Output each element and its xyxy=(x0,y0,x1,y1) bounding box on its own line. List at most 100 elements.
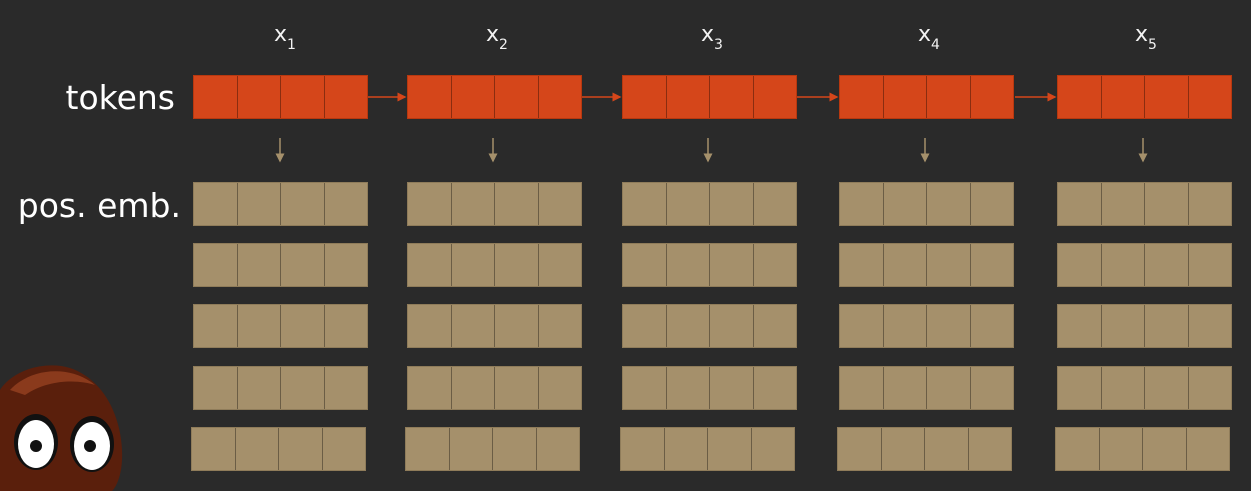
pos-emb-vector-x4-row1 xyxy=(839,182,1014,226)
token-cell xyxy=(408,76,452,118)
pos-cell xyxy=(838,428,882,470)
pos-cell xyxy=(1145,244,1189,286)
pos-cell xyxy=(1101,367,1145,409)
pos-cell xyxy=(1058,305,1102,347)
token-vector-x4 xyxy=(839,75,1014,119)
pos-emb-vector-x5-row1 xyxy=(1057,182,1232,226)
token-cell xyxy=(538,76,581,118)
pos-cell xyxy=(1056,428,1100,470)
pos-cell xyxy=(710,305,754,347)
pos-cell xyxy=(495,367,539,409)
pos-emb-vector-x5-row2 xyxy=(1057,243,1232,287)
pos-emb-vector-x2-row5 xyxy=(405,427,580,471)
token-cell xyxy=(1058,76,1102,118)
pos-cell xyxy=(840,183,884,225)
pos-emb-vector-x3-row4 xyxy=(622,366,797,410)
pos-cell xyxy=(708,428,752,470)
pos-cell xyxy=(324,367,367,409)
pos-cell xyxy=(623,244,667,286)
pos-cell xyxy=(970,183,1013,225)
pos-cell xyxy=(840,367,884,409)
pos-cell xyxy=(927,244,971,286)
pos-cell xyxy=(968,428,1011,470)
pos-cell xyxy=(538,305,581,347)
pos-emb-vector-x3-row5 xyxy=(620,427,795,471)
pos-cell xyxy=(623,367,667,409)
column-label-x4: x4 xyxy=(918,22,940,54)
pos-cell xyxy=(281,183,325,225)
pos-cell xyxy=(237,305,281,347)
pos-emb-vector-x5-row5 xyxy=(1055,427,1230,471)
token-vector-x3 xyxy=(622,75,797,119)
pos-emb-vector-x1-row2 xyxy=(193,243,368,287)
pos-emb-vector-x2-row1 xyxy=(407,182,582,226)
pos-cell xyxy=(406,428,450,470)
pos-emb-vector-x3-row2 xyxy=(622,243,797,287)
pos-emb-vector-x1-row1 xyxy=(193,182,368,226)
pos-cell xyxy=(538,244,581,286)
column-label-x1: x1 xyxy=(274,22,296,54)
column-label-x3: x3 xyxy=(701,22,723,54)
token-cell xyxy=(495,76,539,118)
pos-cell xyxy=(710,367,754,409)
pos-cell xyxy=(1101,305,1145,347)
pos-cell xyxy=(753,183,796,225)
pos-cell xyxy=(927,367,971,409)
pos-cell xyxy=(449,428,493,470)
token-vector-x2 xyxy=(407,75,582,119)
token-cell xyxy=(281,76,325,118)
pos-cell xyxy=(710,244,754,286)
pos-cell xyxy=(281,244,325,286)
pos-cell xyxy=(1186,428,1229,470)
pos-emb-vector-x2-row2 xyxy=(407,243,582,287)
pos-cell xyxy=(840,244,884,286)
pos-cell xyxy=(1058,367,1102,409)
down-arrows xyxy=(275,138,1148,163)
pos-emb-vector-x3-row1 xyxy=(622,182,797,226)
pos-cell xyxy=(495,183,539,225)
pos-emb-vector-x5-row3 xyxy=(1057,304,1232,348)
pos-cell xyxy=(1101,244,1145,286)
pos-cell xyxy=(194,183,238,225)
pos-cell xyxy=(408,183,452,225)
token-vector-x1 xyxy=(193,75,368,119)
token-cell xyxy=(710,76,754,118)
tokens-label: tokens xyxy=(65,78,175,117)
column-label-x5: x5 xyxy=(1135,22,1157,54)
pos-cell xyxy=(281,367,325,409)
token-cell xyxy=(237,76,281,118)
pos-cell xyxy=(925,428,969,470)
pos-emb-vector-x1-row4 xyxy=(193,366,368,410)
cartoon-face-icon xyxy=(0,365,123,491)
pos-cell xyxy=(1145,367,1189,409)
pos-cell xyxy=(883,305,927,347)
pos-cell xyxy=(451,244,495,286)
pos-cell xyxy=(408,305,452,347)
token-cell xyxy=(666,76,710,118)
pos-cell xyxy=(322,428,365,470)
token-vector-x5 xyxy=(1057,75,1232,119)
pos-cell xyxy=(493,428,537,470)
pos-cell xyxy=(324,305,367,347)
token-cell xyxy=(194,76,238,118)
pos-cell xyxy=(194,305,238,347)
pos-cell xyxy=(237,183,281,225)
pos-cell xyxy=(970,305,1013,347)
column-label-x2: x2 xyxy=(486,22,508,54)
token-cell xyxy=(324,76,367,118)
pos-cell xyxy=(666,244,710,286)
pos-cell xyxy=(623,305,667,347)
pos-cell xyxy=(840,305,884,347)
pos-cell xyxy=(623,183,667,225)
pos-cell xyxy=(753,305,796,347)
pos-cell xyxy=(408,244,452,286)
pos-emb-vector-x4-row3 xyxy=(839,304,1014,348)
pos-cell xyxy=(237,367,281,409)
pos-cell xyxy=(710,183,754,225)
pos-emb-vector-x2-row3 xyxy=(407,304,582,348)
token-cell xyxy=(883,76,927,118)
pos-emb-vector-x3-row3 xyxy=(622,304,797,348)
pos-cell xyxy=(1188,183,1231,225)
token-cell xyxy=(1101,76,1145,118)
pos-cell xyxy=(883,244,927,286)
